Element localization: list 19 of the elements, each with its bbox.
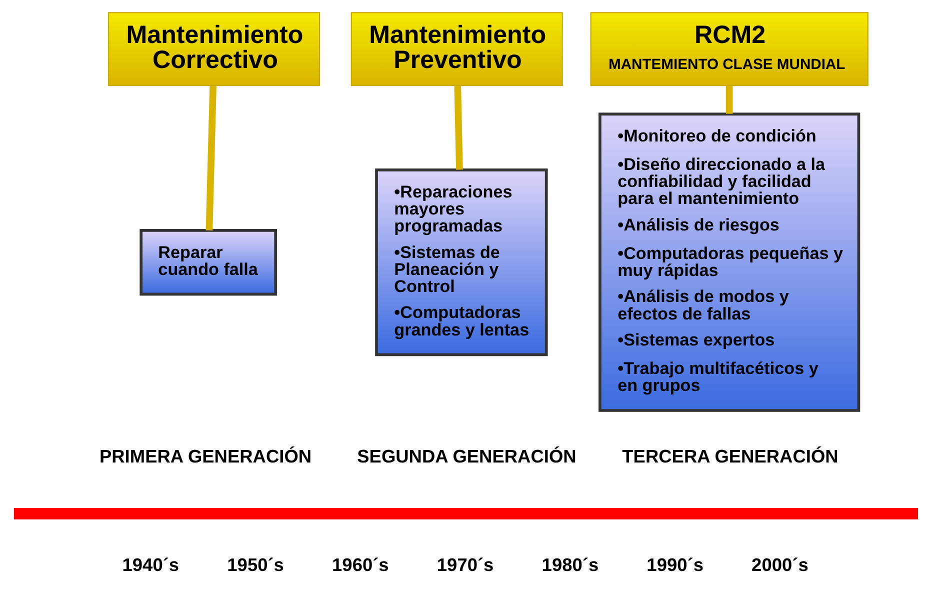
label: 1940´s [122, 554, 180, 576]
label: SEGUNDA GENERACIÓN [357, 446, 576, 467]
label: 1970´s [436, 554, 494, 576]
label: 2000´s [752, 554, 808, 576]
label: 1990´s [646, 554, 704, 576]
connector [726, 86, 733, 114]
node-box: Mantenimiento Correctivo [108, 12, 320, 86]
label: PRIMERA GENERACIÓN [99, 446, 312, 467]
label: 1960´s [332, 554, 389, 576]
label: TERCERA GENERACIÓN [622, 446, 838, 467]
connector [454, 86, 463, 170]
label: 1950´s [227, 554, 284, 576]
node-box: RCM2 MANTEMIENTO CLASE MUNDIAL [590, 12, 868, 86]
connector [206, 86, 216, 230]
label: 1980´s [542, 554, 599, 576]
node-box: •Reparaciones mayores programadas •Sistemas de Planeación y Control •Computadoras grandes y lentas [375, 168, 548, 356]
node-box: •Monitoreo de condición •Diseño direccionado a la confiabilidad y facilidad para el mantenimiento •Análisis de riesgos •Computadoras pequeñas y muy rápidas •Análisis de modos y efectos de fallas •Sistemas expertos •Trabajo multifacéticos y en grupos [598, 112, 860, 412]
node-box: Reparar cuando falla [140, 228, 278, 296]
node-box: Mantenimiento Preventivo [350, 12, 563, 86]
